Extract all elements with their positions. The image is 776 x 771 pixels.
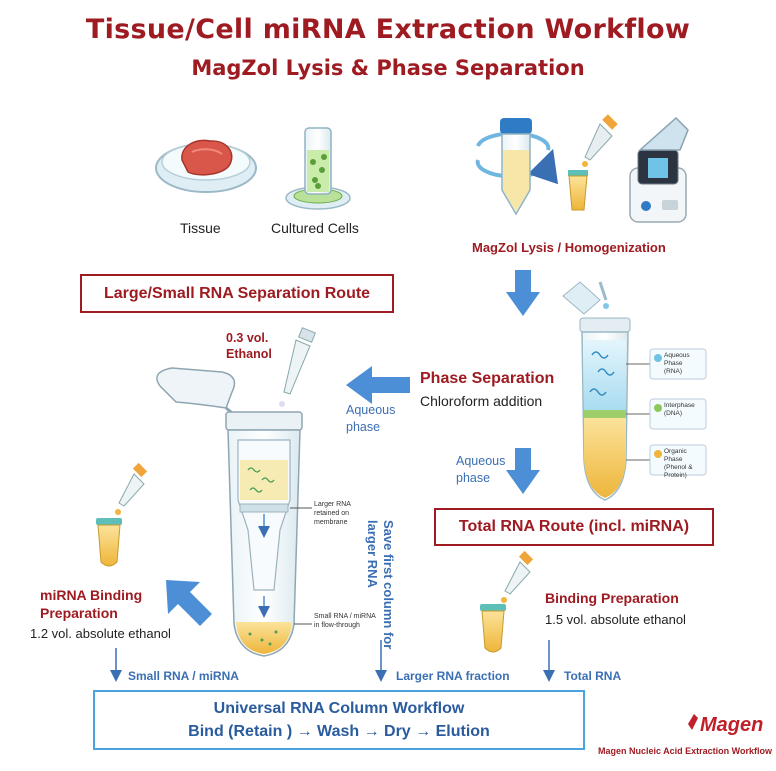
binding-tube-icon	[480, 550, 534, 653]
small-rna-callout: Small RNA / miRNA in flow-through	[314, 613, 376, 629]
universal-workflow-box: Universal RNA Column Workflow Bind (Reta…	[93, 690, 585, 750]
diagonal-arrow-icon	[166, 580, 212, 626]
phase-tube-icon	[562, 281, 707, 501]
larger-rna-callout: Larger RNA retained on membrane	[314, 501, 351, 526]
down-arrow-2-icon	[506, 448, 540, 494]
left-arrow-aqueous-icon	[346, 366, 410, 404]
down-arrow-1-icon	[506, 270, 540, 316]
total-rna-route-box: Total RNA Route (incl. miRNA)	[434, 508, 714, 546]
conical-tube-icon	[475, 118, 558, 216]
layer-organic-label: Organic Phase(Phenol & Protein)	[664, 448, 693, 479]
mirna-prep-title: miRNA Binding Preparation	[40, 587, 143, 621]
brand-name: Magen	[700, 714, 764, 736]
ethanol-label: 0.3 vol. Ethanol	[226, 331, 272, 361]
aqueous-left-label: Aqueous phase	[346, 403, 396, 434]
cultured-cells-icon	[285, 127, 351, 210]
homogenizer-icon	[629, 116, 689, 223]
page-subtitle: MagZol Lysis & Phase Separation	[191, 56, 585, 80]
brand-tagline: Magen Nucleic Acid Extraction Workflow	[597, 746, 772, 756]
layer-aqueous-label: Aqueous Phase(RNA)	[664, 352, 690, 375]
spin-column-icon	[156, 327, 317, 657]
page-title: Tissue/Cell miRNA Extraction Workflow	[85, 14, 691, 45]
total-rna-flow-label: Total RNA	[564, 669, 622, 683]
phase-separation-title: Phase Separation	[420, 370, 555, 387]
universal-workflow-title: Universal RNA Column Workflow	[213, 700, 465, 717]
save-column-note: Save first column for larger RNA	[365, 520, 396, 650]
tissue-label: Tissue	[180, 220, 221, 236]
small-rna-flow-label: Small RNA / miRNA	[128, 669, 239, 683]
phase-separation-subtitle: Chloroform addition	[420, 393, 543, 409]
layer-interphase-label: Interphase(DNA)	[664, 402, 695, 417]
large-small-route-box: Large/Small RNA Separation Route	[80, 274, 394, 313]
aqueous-down-label: Aqueous phase	[456, 454, 506, 485]
binding-prep-detail: 1.5 vol. absolute ethanol	[545, 612, 686, 627]
larger-rna-flow-label: Larger RNA fraction	[396, 669, 510, 683]
magen-logo-icon	[688, 714, 698, 730]
pipette-tube-icon	[568, 114, 618, 211]
mirna-prep-detail: 1.2 vol. absolute ethanol	[30, 626, 171, 641]
mirna-tube-icon	[96, 462, 148, 567]
binding-prep-title: Binding Preparation	[545, 590, 679, 606]
universal-workflow-steps: Bind (Retain ) → Wash → Dry → Elution	[188, 723, 490, 740]
cultured-cells-label: Cultured Cells	[271, 220, 359, 236]
tissue-dish-icon	[155, 139, 257, 193]
lysis-label: MagZol Lysis / Homogenization	[472, 240, 666, 255]
